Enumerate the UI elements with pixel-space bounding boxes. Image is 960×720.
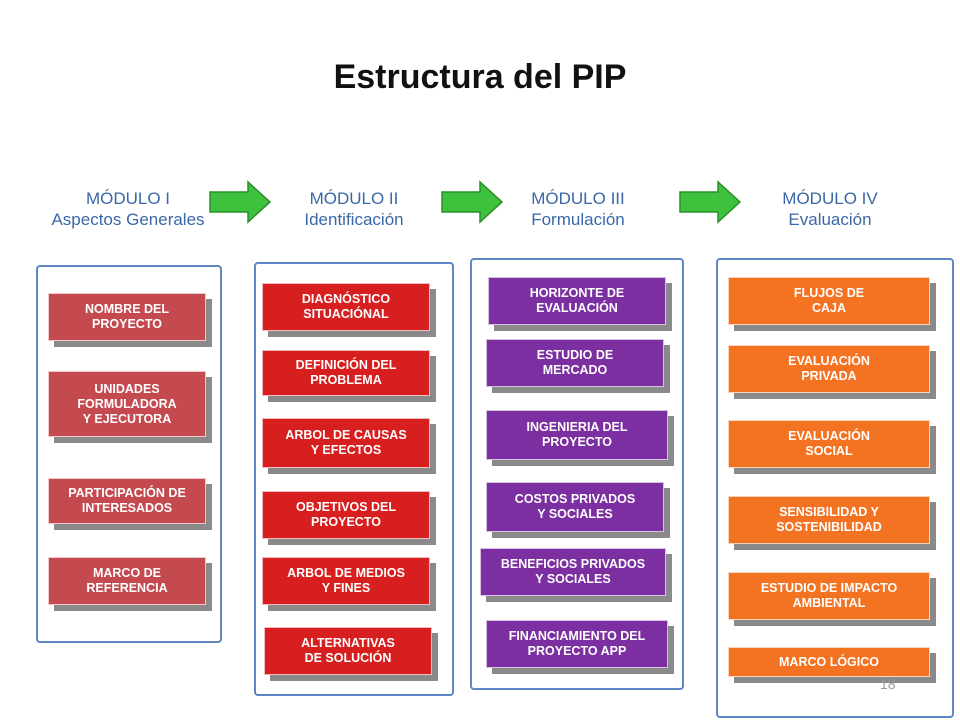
module-2-item: ARBOL DE CAUSAS Y EFECTOS — [262, 418, 430, 468]
module-2-item: ALTERNATIVAS DE SOLUCIÓN — [264, 627, 432, 675]
module-3-item: ESTUDIO DE MERCADO — [486, 339, 664, 387]
module-4-frame — [716, 258, 954, 718]
module-3-heading: MÓDULO III Formulación — [478, 188, 678, 230]
module-4-item: ESTUDIO DE IMPACTO AMBIENTAL — [728, 572, 930, 620]
module-3-subtitle: Formulación — [531, 210, 625, 229]
module-4-item: MARCO LÓGICO — [728, 647, 930, 677]
module-2-item: ARBOL DE MEDIOS Y FINES — [262, 557, 430, 605]
module-1-name: MÓDULO I — [85, 189, 171, 208]
page-number: 18 — [880, 676, 896, 692]
module-2-heading: MÓDULO II Identificación — [254, 188, 454, 230]
module-1-item: UNIDADES FORMULADORA Y EJECUTORA — [48, 371, 206, 437]
page-title: Estructura del PIP — [333, 58, 627, 96]
arrow-right-icon — [441, 180, 504, 224]
module-2-item: DEFINICIÓN DEL PROBLEMA — [262, 350, 430, 396]
module-3-frame — [470, 258, 684, 690]
module-2-frame — [254, 262, 454, 696]
module-4-item: EVALUACIÓN SOCIAL — [728, 420, 930, 468]
arrow-right-icon — [209, 180, 272, 224]
module-3-name: MÓDULO III — [531, 189, 625, 208]
module-3-item: COSTOS PRIVADOS Y SOCIALES — [486, 482, 664, 532]
module-1-item: PARTICIPACIÓN DE INTERESADOS — [48, 478, 206, 524]
module-3-item: INGENIERIA DEL PROYECTO — [486, 410, 668, 460]
module-4-subtitle: Evaluación — [788, 210, 872, 229]
module-2-item: OBJETIVOS DEL PROYECTO — [262, 491, 430, 539]
module-1-item: NOMBRE DEL PROYECTO — [48, 293, 206, 341]
module-4-item: FLUJOS DE CAJA — [728, 277, 930, 325]
arrow-right-icon — [679, 180, 742, 224]
module-3-item: FINANCIAMIENTO DEL PROYECTO APP — [486, 620, 668, 668]
module-2-item: DIAGNÓSTICO SITUACIÓNAL — [262, 283, 430, 331]
module-1-item: MARCO DE REFERENCIA — [48, 557, 206, 605]
module-3-item: BENEFICIOS PRIVADOS Y SOCIALES — [480, 548, 666, 596]
module-4-item: SENSIBILIDAD Y SOSTENIBILIDAD — [728, 496, 930, 544]
module-3-item: HORIZONTE DE EVALUACIÓN — [488, 277, 666, 325]
module-4-name: MÓDULO IV — [782, 189, 878, 208]
module-4-item: EVALUACIÓN PRIVADA — [728, 345, 930, 393]
module-4-heading: MÓDULO IV Evaluación — [730, 188, 930, 230]
module-1-subtitle: Aspectos Generales — [51, 210, 205, 229]
module-2-name: MÓDULO II — [309, 189, 399, 208]
module-1-heading: MÓDULO I Aspectos Generales — [28, 188, 228, 230]
module-2-subtitle: Identificación — [304, 210, 404, 229]
